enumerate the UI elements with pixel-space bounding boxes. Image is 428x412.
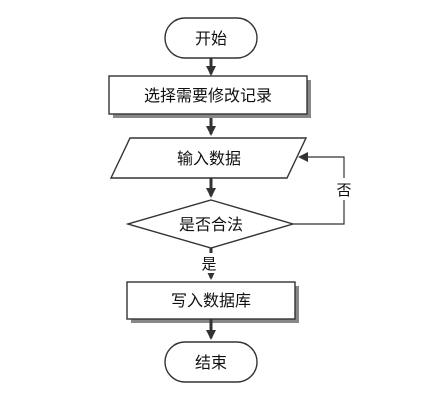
write-database-node: 写入数据库 [126,281,299,323]
start-label: 开始 [195,29,227,48]
edge-no-label: 否 [336,181,351,199]
select-record-node: 选择需要修改记录 [108,75,311,118]
input-data-label: 输入数据 [177,149,241,168]
input-data-node: 输入数据 [109,137,308,179]
end-node: 结束 [164,341,258,383]
check-valid-label: 是否合法 [179,215,243,234]
write-database-label: 写入数据库 [171,291,251,310]
end-label: 结束 [195,353,227,372]
start-node: 开始 [164,17,258,59]
edge-yes-label: 是 [201,255,216,273]
check-valid-node: 是否合法 [125,199,296,249]
select-record-label: 选择需要修改记录 [144,86,272,105]
